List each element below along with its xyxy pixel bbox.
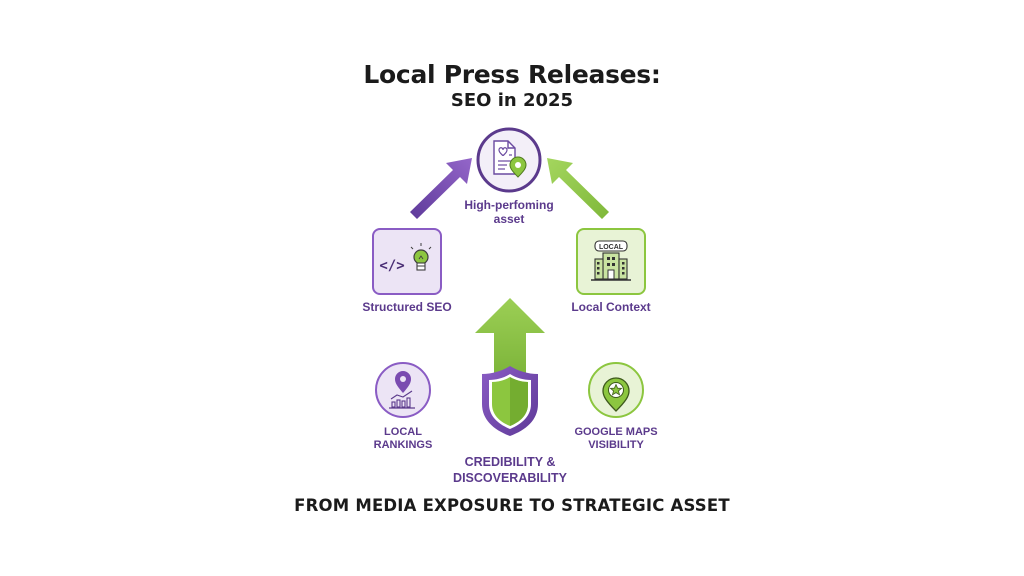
footer-tagline: FROM MEDIA EXPOSURE TO STRATEGIC ASSET [294, 496, 730, 515]
map-pin-star-icon [602, 377, 630, 412]
google-maps-label-line1: GOOGLE MAPS [574, 426, 658, 438]
code-lightbulb-icon: </> [379, 243, 432, 274]
high-performing-asset-label-line2: asset [493, 212, 525, 226]
purple-arrow-icon [410, 158, 472, 219]
svg-text:</>: </> [379, 258, 404, 274]
credibility-label-line1: CREDIBILITY & [464, 455, 556, 469]
credibility-up-arrow-icon [475, 298, 545, 375]
local-building-icon: LOCAL [591, 240, 631, 281]
local-rankings-node [375, 362, 431, 418]
google-maps-label-line2: VISIBILITY [588, 439, 644, 451]
page-subtitle: SEO in 2025 [450, 90, 574, 111]
google-maps-visibility-label: GOOGLE MAPS VISIBILITY [556, 426, 676, 452]
structured-seo-label: Structured SEO [362, 300, 452, 314]
location-chart-icon [389, 371, 415, 409]
local-context-label: Local Context [571, 300, 651, 314]
google-maps-visibility-node [588, 362, 644, 418]
high-performing-asset-label-line1: High-perfoming [464, 198, 554, 212]
document-heart-location-icon [493, 140, 527, 178]
shield-icon [482, 366, 538, 436]
high-performing-asset-label: High-perfoming asset [409, 198, 609, 226]
green-arrow-icon [547, 158, 609, 219]
svg-text:LOCAL: LOCAL [599, 244, 624, 251]
local-rankings-label-line2: RANKINGS [373, 439, 433, 451]
credibility-discoverability-label: CREDIBILITY & DISCOVERABILITY [430, 454, 590, 486]
high-performing-asset-node [476, 127, 542, 193]
page-title: Local Press Releases: [363, 60, 661, 89]
local-rankings-label-line1: LOCAL [384, 426, 422, 438]
local-context-node: LOCAL [576, 228, 646, 295]
structured-seo-node: </> [372, 228, 442, 295]
credibility-label-line2: DISCOVERABILITY [453, 471, 567, 485]
local-rankings-label: LOCAL RANKINGS [353, 426, 453, 452]
